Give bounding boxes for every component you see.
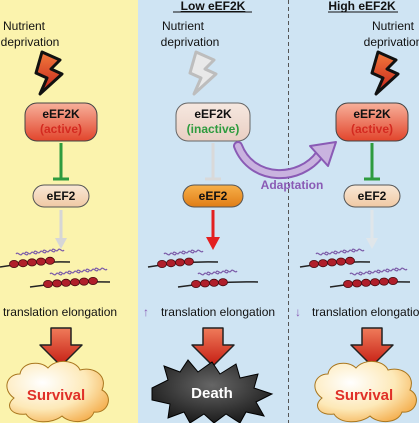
eef2k-state: (active) [40, 122, 82, 136]
eef2k-state: (active) [351, 122, 393, 136]
eef2k-state: (inactive) [187, 122, 240, 136]
ribosome-icon [88, 276, 98, 285]
ribosome-icon [345, 256, 355, 265]
down-arrow-icon [206, 210, 220, 250]
down-arrow-icon [39, 327, 83, 367]
eef2k-title: eEF2K [353, 107, 391, 121]
ribosome-icon [52, 279, 62, 288]
eef2k-box-right: eEF2K (active) [335, 102, 409, 142]
ribosome-icon [318, 259, 328, 268]
ribosome-icon [218, 278, 228, 287]
panel-right-background [288, 0, 419, 423]
ribosome-icon [361, 278, 371, 287]
ribosome-cluster-left [0, 248, 111, 288]
nutrient-label-left-2: deprivation [1, 35, 60, 49]
panel-left-background [0, 0, 138, 423]
nutrient-label-middle-2: deprivation [161, 35, 220, 49]
eef2-label: eEF2 [199, 189, 228, 203]
nutrient-label-right-2: deprivation [364, 35, 419, 49]
header-high-eef2k: High eEF2K [328, 0, 396, 13]
ribosome-icon [370, 278, 380, 287]
down-arrow-icon [366, 210, 378, 249]
ribosome-icon [61, 278, 71, 287]
down-arrow-icon [191, 327, 235, 367]
eef2-box-middle: eEF2 [182, 184, 244, 208]
elongation-label-middle: translation elongation [161, 305, 275, 319]
elongation-label-left: translation elongation [3, 305, 117, 319]
survival-cloud-left: Survival [6, 361, 109, 423]
eef2k-box-middle: eEF2K (inactive) [175, 102, 251, 142]
outcome-label: Death [191, 385, 233, 402]
ribosome-icon [209, 278, 219, 287]
elongation-arrow-middle: ↑ [143, 305, 149, 319]
ribosome-icon [18, 259, 28, 268]
ribosome-icon [200, 279, 210, 288]
eef2-box-right: eEF2 [343, 184, 401, 208]
ribosome-icon [79, 277, 89, 286]
ribosome-icon [388, 276, 398, 285]
header-low-eef2k: Low eEF2K [181, 0, 246, 13]
nutrient-label-right-1: Nutrient [372, 19, 415, 33]
ribosome-icon [343, 279, 353, 288]
eef2-label: eEF2 [47, 189, 76, 203]
ribosome-icon [379, 277, 389, 286]
ribosome-icon [191, 279, 201, 288]
ribosome-icon [184, 257, 194, 266]
eef2k-title: eEF2K [42, 107, 80, 121]
inhibition-bar-icon [364, 143, 380, 181]
ribosome-icon [36, 257, 46, 266]
adaptation-label: Adaptation [261, 178, 324, 192]
eef2-box-left: eEF2 [32, 184, 90, 208]
outcome-label: Survival [335, 387, 393, 404]
elongation-label-right: translation elongation [312, 305, 419, 319]
adaptation-arrow-icon [233, 141, 337, 179]
ribosome-icon [327, 258, 337, 267]
ribosome-layer [0, 248, 411, 288]
ribosome-icon [45, 256, 55, 265]
lightning-bolt-icon [188, 50, 218, 96]
ribosome-icon [9, 259, 19, 268]
ribosome-icon [27, 258, 37, 267]
inhibition-bar-icon [53, 143, 69, 181]
down-arrow-icon [350, 327, 394, 367]
ribosome-icon [166, 259, 176, 268]
ribosome-icon [157, 259, 167, 268]
eef2-label: eEF2 [358, 189, 387, 203]
ribosome-icon [43, 279, 53, 288]
down-arrow-icon [55, 210, 67, 249]
elongation-arrow-right: ↓ [295, 305, 301, 319]
lightning-bolt-icon [34, 50, 64, 96]
ribosome-icon [70, 278, 80, 287]
lightning-bolt-icon [370, 50, 400, 96]
death-burst: Death [151, 359, 274, 423]
ribosome-cluster-right [299, 248, 411, 288]
inhibition-bar-icon [205, 143, 221, 181]
eef2k-box-left: eEF2K (active) [24, 102, 98, 142]
nutrient-label-middle-1: Nutrient [162, 19, 205, 33]
ribosome-icon [352, 279, 362, 288]
eef2k-title: eEF2K [194, 107, 232, 121]
ribosome-icon [336, 257, 346, 266]
ribosome-icon [175, 258, 185, 267]
nutrient-label-left-1: Nutrient [3, 19, 46, 33]
ribosome-cluster-middle [147, 249, 259, 288]
outcome-label: Survival [27, 387, 85, 404]
ribosome-icon [309, 259, 319, 268]
survival-cloud-right: Survival [314, 361, 417, 423]
